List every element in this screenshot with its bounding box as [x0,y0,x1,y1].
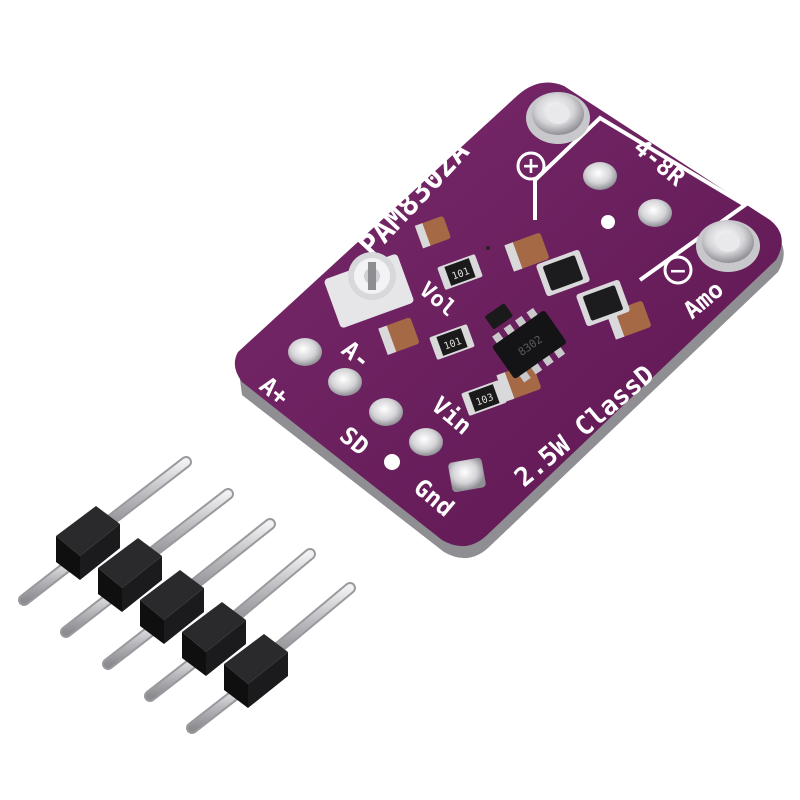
inductor [536,250,590,296]
resistor-r3: 103 [461,380,507,416]
resistor-r2: 101 [429,324,475,360]
speaker-pad-plus [526,92,590,144]
resistor-r1: 101 [437,254,483,290]
pcb-board: + − PAM8302A 4-8R Amo 2.5W ClassD Vol A+… [234,82,784,559]
minus-terminal-marker: − [663,255,693,285]
via [486,246,490,250]
via [384,454,400,470]
plus-terminal-marker: + [516,151,546,181]
inductor [576,280,630,326]
plus-sign: + [522,154,540,179]
pin-pad-a-minus [328,368,362,396]
terminal-pad [583,162,617,190]
terminal-pad [638,199,672,227]
amplifier-ic: 8302 [492,307,566,383]
pin-pad-a-plus [288,338,322,366]
via [601,215,615,229]
speaker-pad-minus [696,220,760,272]
transistor [485,303,513,330]
capacitor [496,363,541,402]
pin-header [18,456,356,734]
pin-pad-vin [409,428,443,456]
capacitor [504,233,549,272]
header-plastic-body [56,506,288,708]
terminal-outline [533,115,749,282]
capacitor [414,216,451,249]
capacitor [378,317,419,355]
minus-sign: − [669,259,687,284]
volume-potentiometer [324,252,414,328]
pin-pad-sd [369,398,403,426]
pin-pad-gnd [448,457,486,493]
